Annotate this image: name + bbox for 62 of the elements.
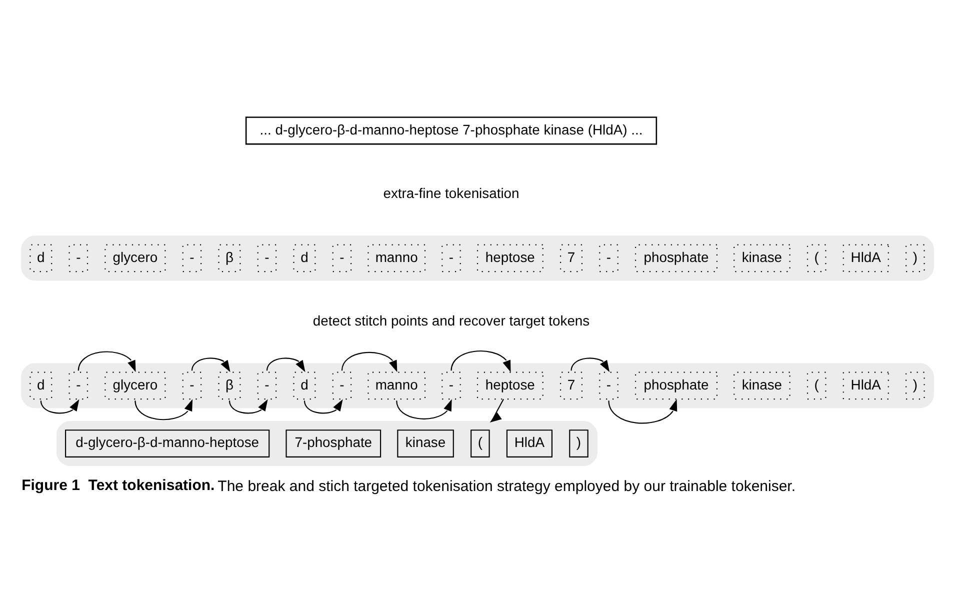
node-box: -: [68, 371, 88, 400]
node-box: d: [30, 371, 52, 400]
label: extra-fine tokenisation: [383, 184, 520, 201]
node-box: (: [806, 244, 826, 272]
node-box: kinase: [734, 244, 790, 272]
node-box: (: [806, 371, 826, 400]
node-box: d: [30, 244, 52, 272]
node-box: kinase: [397, 429, 454, 457]
node-box: 7: [560, 371, 582, 400]
node-box: -: [257, 244, 277, 272]
node-box: HldA: [842, 371, 889, 400]
node-box: -: [599, 244, 618, 272]
node-box: d-glycero-β-d-manno-heptose: [65, 429, 270, 457]
node-box: 7: [560, 244, 582, 272]
cluster: [21, 362, 934, 408]
arrow: [191, 357, 230, 372]
node-box: heptose: [476, 244, 544, 272]
node-box: manno: [368, 371, 426, 400]
node-box: -: [599, 371, 618, 400]
caption: Figure 1 Text tokenisation. The break and stich targeted tokenisation strategy employed by our trainable tokeniser.: [22, 476, 796, 494]
node-box: -: [332, 371, 352, 400]
arrow: [78, 350, 136, 372]
label: detect stitch points and recover target tokens: [312, 312, 590, 328]
node-box: -: [68, 244, 88, 272]
node-box: glycero: [104, 244, 166, 272]
arrow: [304, 398, 343, 414]
node-box: phosphate: [635, 371, 718, 400]
node-box: manno: [368, 244, 426, 272]
node-box: d: [293, 371, 316, 400]
arrow: [450, 350, 511, 372]
node-box: -: [182, 371, 202, 400]
cluster: [21, 235, 934, 280]
node-box: phosphate: [635, 244, 718, 272]
node-box: β: [218, 371, 241, 400]
arrow: [490, 398, 504, 422]
node-box: d: [293, 244, 316, 272]
node-box: 7-phosphate: [286, 429, 382, 457]
node-box: heptose: [476, 371, 544, 400]
node-box: ): [569, 429, 588, 457]
node-box: ... d-glycero-β-d-manno-heptose 7-phosphate kinase (HldA) ...: [245, 116, 658, 144]
node-box: -: [182, 244, 202, 272]
node-box: -: [332, 244, 352, 272]
arrow: [266, 357, 306, 372]
arrow: [228, 398, 268, 414]
node-box: β: [218, 244, 241, 272]
arrow: [396, 398, 452, 419]
node-box: glycero: [104, 371, 166, 400]
node-box: -: [257, 371, 277, 400]
cluster: [56, 420, 598, 466]
node-box: HldA: [842, 244, 889, 272]
node-box: -: [442, 371, 461, 400]
arrow: [570, 357, 610, 372]
node-box: HldA: [506, 429, 552, 457]
arrow: [608, 398, 678, 424]
node-box: (: [470, 429, 490, 457]
node-box: kinase: [734, 371, 790, 400]
arrow: [40, 398, 80, 414]
arrow: [134, 398, 193, 420]
node-box: ): [906, 244, 925, 272]
node-box: ): [906, 371, 925, 400]
arrow: [341, 351, 398, 372]
node-box: -: [442, 244, 461, 272]
